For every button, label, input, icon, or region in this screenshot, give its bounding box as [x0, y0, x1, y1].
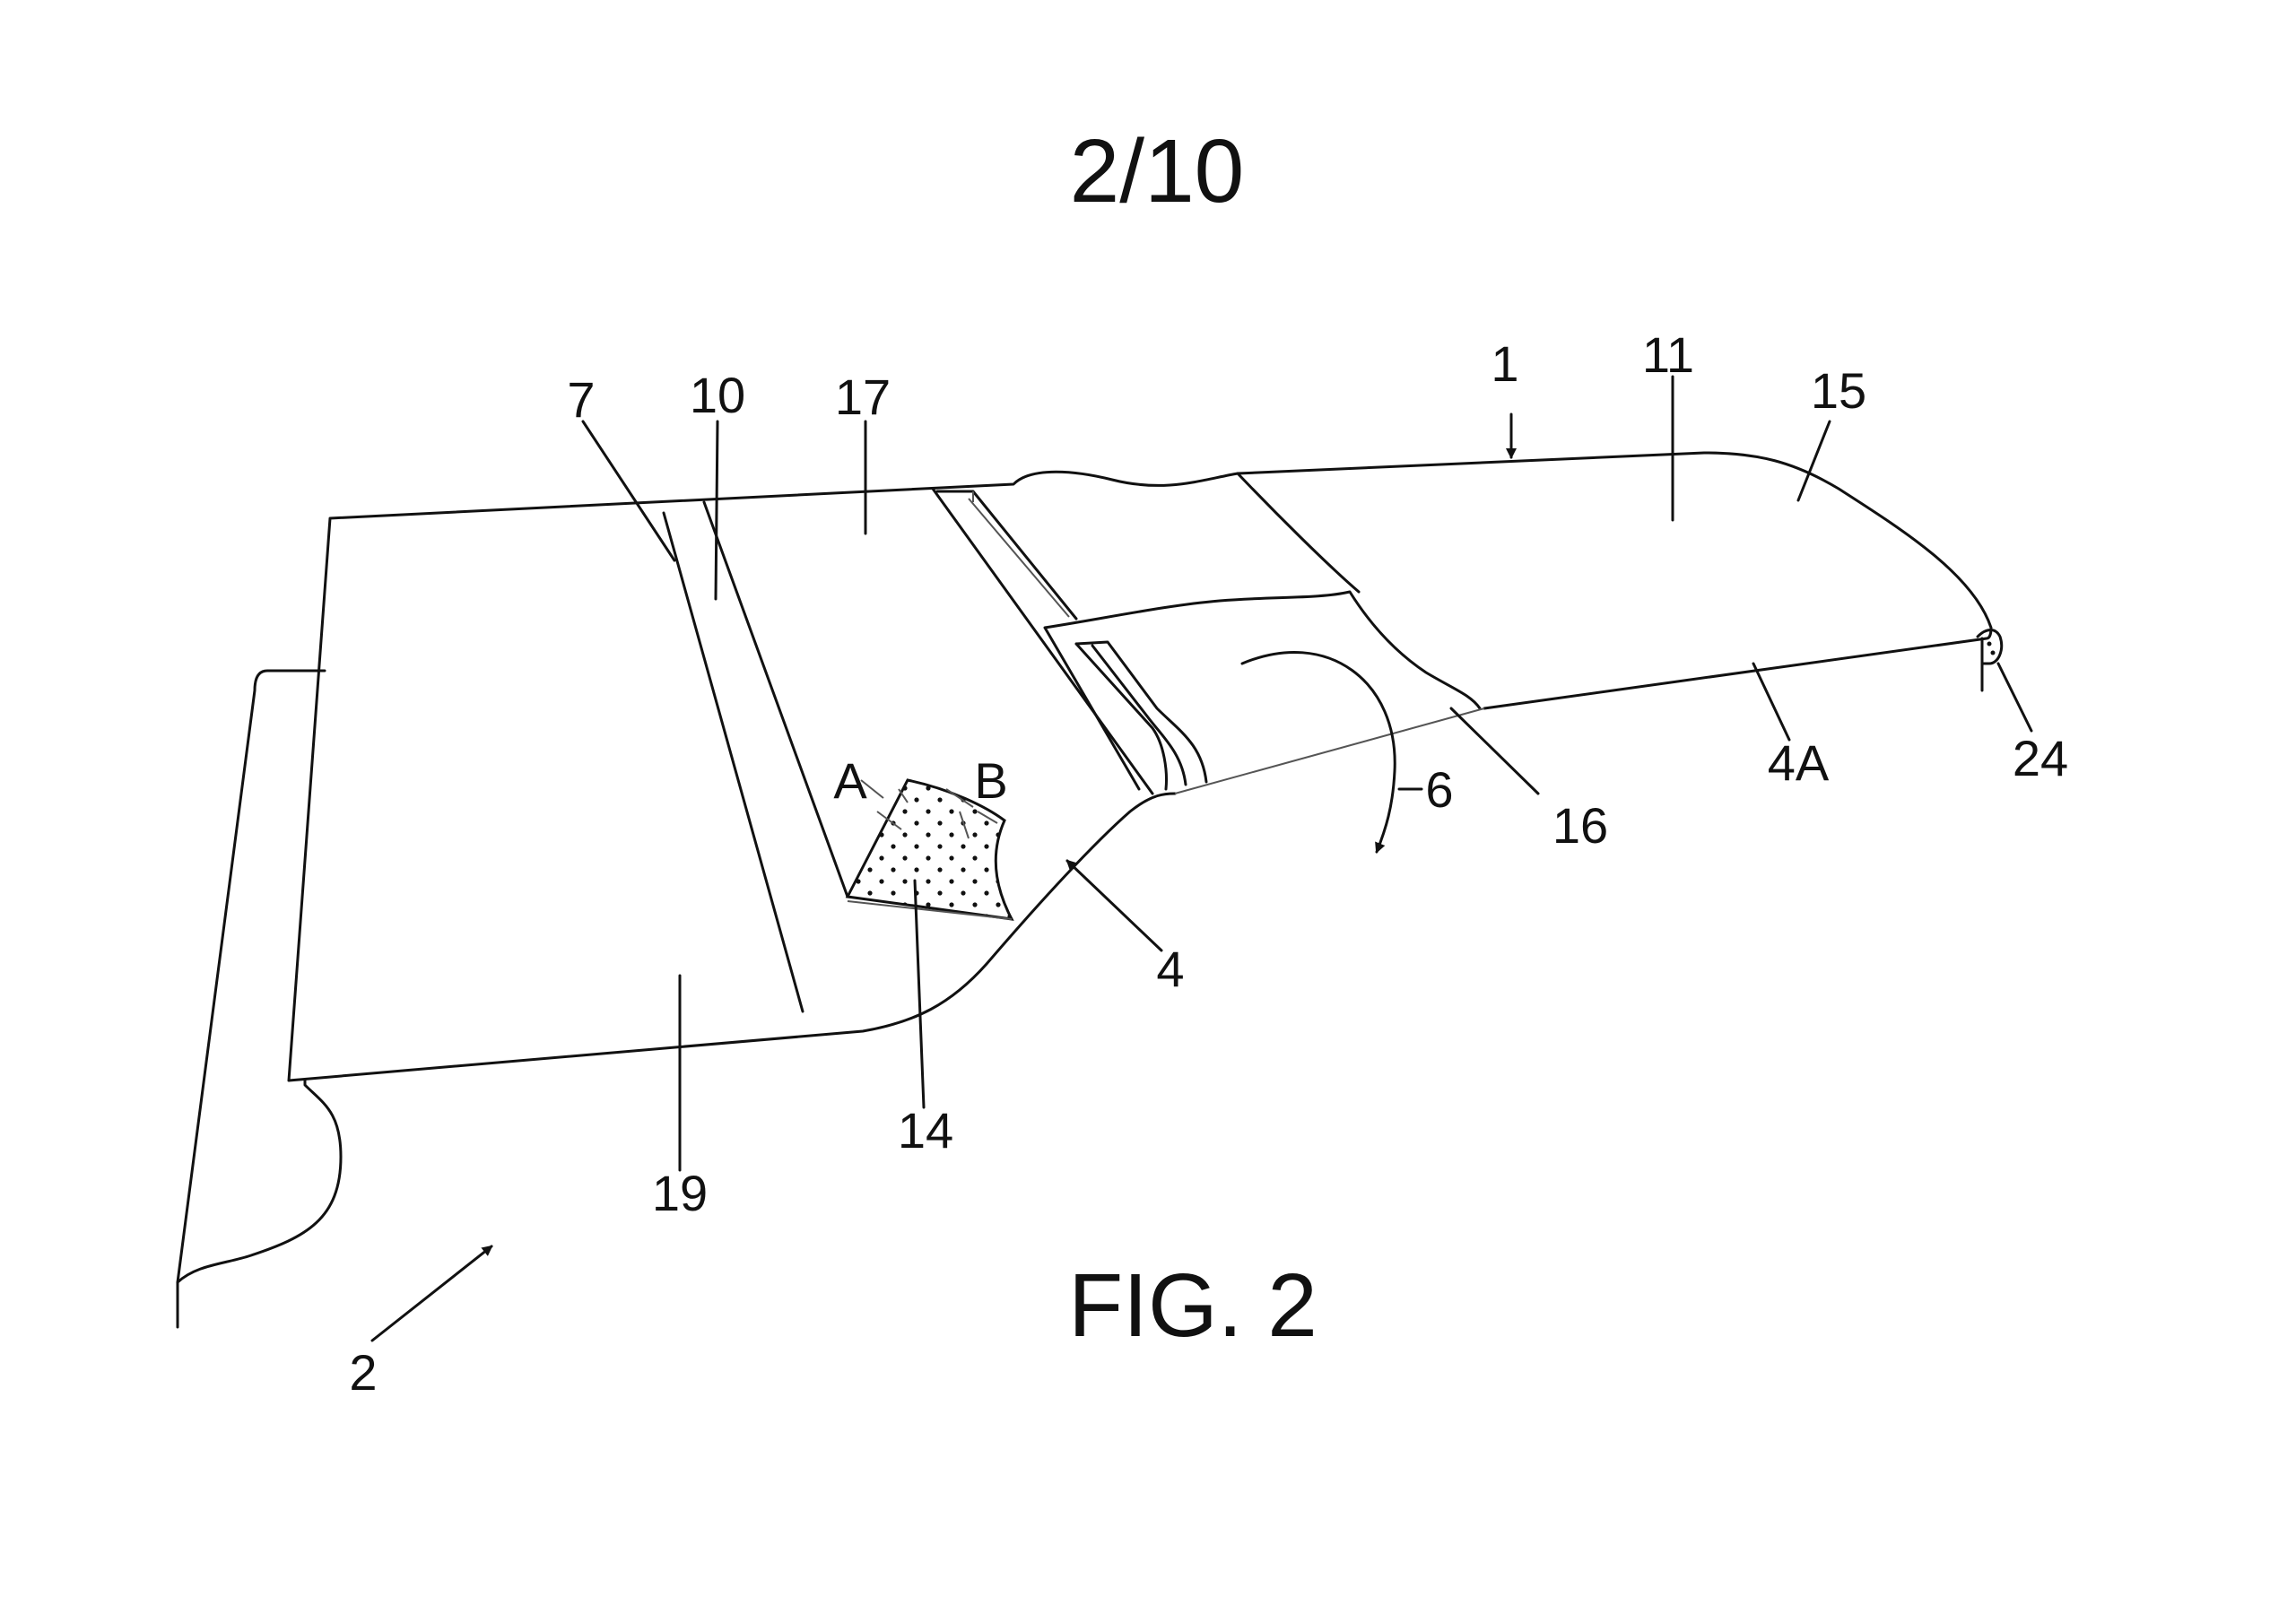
adhesive-region: [845, 778, 1014, 921]
fold-seam-line: [1174, 707, 1485, 794]
ref-label-24: 24: [2013, 730, 2068, 786]
slot-inner: [968, 491, 1070, 618]
dimension-b-arrows: [945, 788, 998, 839]
ref-label-14: 14: [898, 1102, 953, 1159]
ref-label-16: 16: [1552, 797, 1608, 854]
fold-flap-outline: [1043, 590, 1482, 791]
dimension-a-arrows: [860, 779, 909, 830]
fold-line-7: [662, 511, 804, 1013]
leader-16: [1449, 707, 1540, 795]
leader-7: [581, 420, 676, 562]
figure-title: FIG. 2: [1068, 1255, 1318, 1356]
ref-label-4A: 4A: [1768, 734, 1830, 791]
leader-24: [1996, 662, 2033, 733]
leader-2: [370, 1245, 493, 1342]
ref-label-7: 7: [567, 371, 595, 428]
ref-label-2: 2: [349, 1344, 377, 1401]
page-number: 2/10: [1070, 121, 1245, 221]
ref-label-15: 15: [1811, 362, 1866, 419]
ref-label-11: 11: [1642, 326, 1694, 383]
ref-label-17: 17: [835, 369, 891, 425]
main-sheet-outline: [287, 451, 1993, 1082]
ref-label-10: 10: [690, 367, 745, 423]
ref-label-4: 4: [1156, 941, 1184, 997]
ref-label-A: A: [833, 752, 867, 809]
fold-direction-arrow: [1240, 650, 1396, 854]
leader-4: [1065, 859, 1163, 952]
ref-label-B: B: [974, 752, 1007, 809]
ref-label-6: 6: [1425, 761, 1453, 818]
upper-band-edge: [1236, 472, 1361, 594]
adhesive-bottom-edge: [847, 900, 1013, 920]
clip-tab: [1074, 640, 1208, 791]
leader-15: [1796, 420, 1831, 502]
leader-10: [714, 420, 719, 601]
fold-line-10: [702, 500, 849, 898]
edge-detail-24: [1976, 629, 2004, 692]
ref-label-1: 1: [1491, 335, 1518, 392]
leader-14: [913, 879, 926, 1109]
back-panel-outline: [176, 669, 343, 1329]
leader-4A: [1752, 662, 1791, 742]
ref-label-19: 19: [652, 1165, 708, 1221]
fold-diagonal: [931, 487, 1154, 795]
